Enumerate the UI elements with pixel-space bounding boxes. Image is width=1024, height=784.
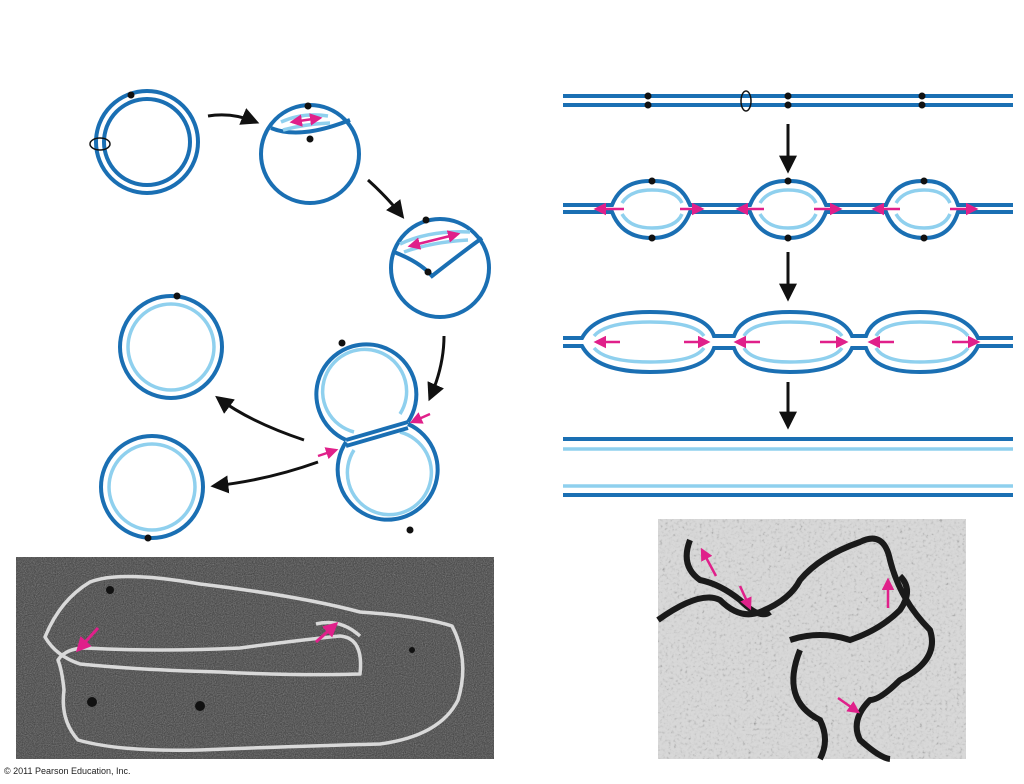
fork-arrow (412, 414, 430, 422)
origin-dot (921, 178, 928, 185)
origin-dot (423, 217, 430, 224)
copyright-notice: © 2011 Pearson Education, Inc. (4, 766, 131, 776)
origin-dot (174, 293, 181, 300)
linear-stage-2 (563, 178, 1013, 242)
circular-stage-4 (316, 340, 437, 534)
origin-dot (649, 178, 656, 185)
linear-stage-4 (563, 439, 1013, 495)
origin-dot (649, 235, 656, 242)
flow-arrow (430, 336, 444, 398)
circular-replication-panel (90, 91, 489, 542)
origin-dot (645, 102, 652, 109)
daughter-circle-top (120, 293, 222, 399)
origin-dot (305, 103, 312, 110)
flow-arrow (208, 115, 256, 122)
right-electron-micrograph (658, 519, 966, 759)
origin-dot (785, 102, 792, 109)
circular-stage-1 (90, 91, 198, 193)
origin-dot (921, 235, 928, 242)
origin-dot (785, 178, 792, 185)
flow-arrow (214, 462, 318, 486)
linear-stage-3 (563, 312, 1013, 372)
origin-dot (128, 92, 135, 99)
left-electron-micrograph (16, 557, 494, 759)
origin-dot (307, 136, 314, 143)
flow-arrow (368, 180, 402, 216)
origin-dot (145, 535, 152, 542)
flow-arrow (218, 398, 304, 440)
origin-dot (425, 269, 432, 276)
origin-marker-icon (90, 138, 110, 150)
fork-arrow (318, 450, 336, 456)
linear-replication-panel (563, 91, 1013, 495)
origin-dot (919, 102, 926, 109)
origin-dot (339, 340, 346, 347)
circular-stage-3 (391, 217, 489, 318)
origin-dot (785, 93, 792, 100)
linear-stage-1 (563, 91, 1013, 111)
daughter-circle-bottom (101, 436, 203, 542)
origin-dot (919, 93, 926, 100)
circular-stage-2 (261, 103, 359, 204)
origin-dot (785, 235, 792, 242)
origin-dot (407, 527, 414, 534)
origin-dot (645, 93, 652, 100)
